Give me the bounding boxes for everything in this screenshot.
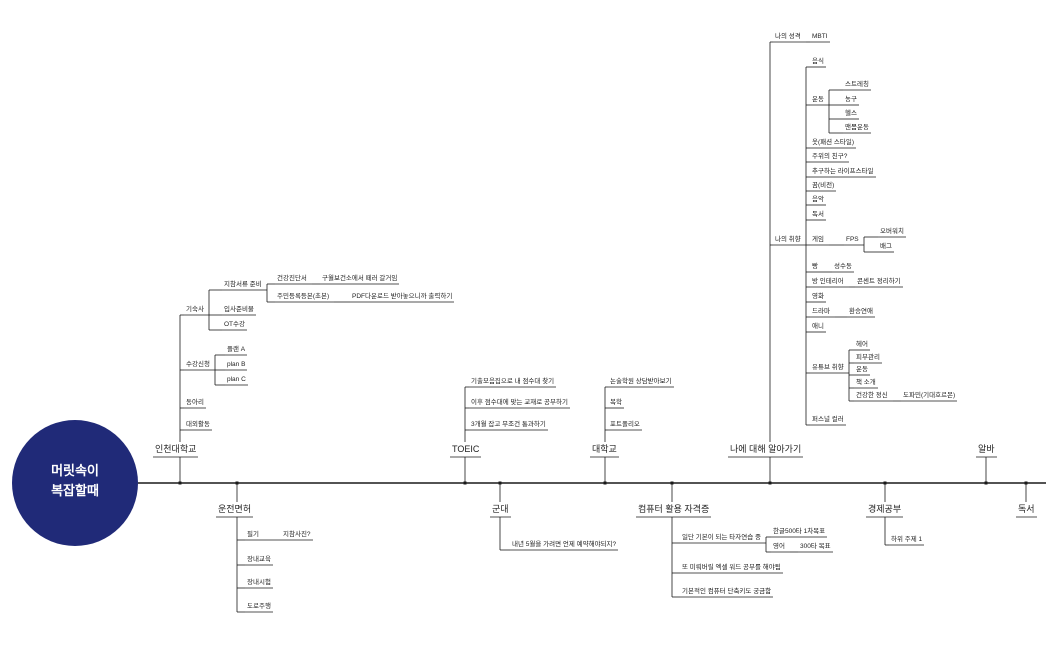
root-topic-label[interactable]: 머릿속이 복잡할때 [11,461,139,500]
subtopic-label[interactable]: 독서 [812,211,824,218]
subtopic-label[interactable]: 영어 [773,543,785,550]
subtopic-label[interactable]: 입사준비물 [224,306,254,313]
branch-node-dot [498,481,502,485]
subtopic-label[interactable]: 꿈(비전) [812,182,835,189]
subtopic-label[interactable]: 지참사진? [283,531,311,538]
subtopic-label[interactable]: 기출모음집으로 내 점수대 찾기 [471,378,555,385]
subtopic-label[interactable]: 장내시험 [247,579,271,586]
subtopic-label[interactable]: 유튜브 취향 [812,364,844,371]
subtopic-label[interactable]: 3개월 잡고 무조건 통과하기 [471,421,546,428]
branch-node-dot [603,481,607,485]
subtopic-label[interactable]: 한글500타 1차목표 [773,528,826,535]
subtopic-label[interactable]: PDF다운로드 받아놓으니까 출력하기 [352,293,453,300]
subtopic-label[interactable]: 오버워치 [880,228,904,235]
subtopic-label[interactable]: 수강신청 [186,361,210,368]
subtopic-label[interactable]: 기본적인 컴퓨터 단축키도 궁금함 [682,588,772,595]
subtopic-label[interactable]: 복학 [610,399,622,406]
subtopic-label[interactable]: MBTI [812,33,828,40]
subtopic-label[interactable]: 헤어 [856,341,868,348]
subtopic-label[interactable]: 영화 [812,293,824,300]
root-circle[interactable] [12,420,138,546]
subtopic-label[interactable]: 운동 [856,366,868,373]
subtopic-label[interactable]: 성수동 [834,263,852,270]
subtopic-label[interactable]: 건강한 정신 [856,392,888,399]
subtopic-label[interactable]: 또 미뤄버릴 엑셀 워드 공부를 해야됨 [682,564,781,571]
main-topic-label[interactable]: 운전면허 [218,504,252,514]
subtopic-label[interactable]: 옷(패션 스타일) [812,139,855,146]
subtopic-label[interactable]: 구월보건소에서 떼러 갈거임 [322,275,398,282]
subtopic-label[interactable]: FPS [846,236,859,243]
main-topic-label[interactable]: 나에 대해 알아가기 [730,444,802,454]
subtopic-label[interactable]: 나의 취향 [775,236,801,243]
subtopic-label[interactable]: 콘센트 정리하기 [857,278,901,285]
subtopic-label[interactable]: 이후 점수대에 맞는 교재로 공부하기 [471,399,568,406]
subtopic-label[interactable]: 건강진단서 [277,275,307,282]
subtopic-label[interactable]: 필기 [247,531,259,538]
subtopic-label[interactable]: 장내교육 [247,556,271,563]
main-topic-label[interactable]: 군대 [492,504,509,514]
main-topic-label[interactable]: TOEIC [452,444,480,454]
subtopic-label[interactable]: 일단 기본이 되는 타자연습 중 [682,534,761,541]
subtopic-label[interactable]: 플랜 A [227,346,246,353]
main-topic-label[interactable]: 컴퓨터 활용 자격증 [638,504,710,514]
branch-node-dot [768,481,772,485]
subtopic-label[interactable]: plan C [227,376,246,383]
subtopic-label[interactable]: 운동 [812,96,824,103]
subtopic-label[interactable]: 도로주행 [247,603,271,610]
subtopic-label[interactable]: OT수강 [224,321,245,328]
subtopic-label[interactable]: 환승연애 [849,308,873,315]
subtopic-label[interactable]: 300타 목표 [800,543,831,550]
subtopic-label[interactable]: 맨몸운동 [845,124,869,131]
root-topic-line2: 복잡할때 [51,482,99,498]
branch-node-dot [670,481,674,485]
subtopic-label[interactable]: 드라마 [812,308,830,315]
subtopic-label[interactable]: 빵 [812,263,818,270]
subtopic-label[interactable]: plan B [227,361,246,368]
subtopic-label[interactable]: 음식 [812,58,824,65]
subtopic-label[interactable]: 퍼스널 컬러 [812,416,844,423]
subtopic-label[interactable]: 동아리 [186,399,204,406]
subtopic-label[interactable]: 도파민(기대호르몬) [903,392,956,399]
subtopic-label[interactable]: 헬스 [845,110,857,117]
branch-node-dot [883,481,887,485]
subtopic-label[interactable]: 주민등록등본(초본) [277,293,330,300]
subtopic-label[interactable]: 책 소개 [856,379,876,386]
subtopic-label[interactable]: 피부관리 [856,354,880,361]
subtopic-label[interactable]: 기숙사 [186,306,204,313]
subtopic-label[interactable]: 포트폴리오 [610,421,640,428]
subtopic-label[interactable]: 애니 [812,323,824,330]
branch-node-dot [178,481,182,485]
root-topic-line1: 머릿속이 [51,463,99,478]
branch-node-dot [235,481,239,485]
main-topic-label[interactable]: 대학교 [592,444,617,454]
subtopic-label[interactable]: 음악 [812,196,824,203]
branch-node-dot [984,481,988,485]
subtopic-label[interactable]: 나의 성격 [775,33,801,40]
branch-node-dot [1024,481,1028,485]
subtopic-label[interactable]: 주위의 친구? [812,153,848,160]
subtopic-label[interactable]: 내년 5월을 가려면 언제 예약해야되지? [512,541,617,548]
branch-node-dot [463,481,467,485]
subtopic-label[interactable]: 배그 [880,243,892,250]
subtopic-label[interactable]: 스트레칭 [845,81,869,88]
main-topic-label[interactable]: 인천대학교 [155,444,197,454]
main-topic-label[interactable]: 경제공부 [868,504,902,514]
subtopic-label[interactable]: 대외활동 [186,421,210,428]
subtopic-label[interactable]: 지참서류 준비 [224,281,262,288]
main-topic-label[interactable]: 독서 [1018,504,1035,514]
subtopic-label[interactable]: 추구하는 라이프스타일 [812,168,874,175]
subtopic-label[interactable]: 게임 [812,236,824,243]
subtopic-label[interactable]: 논술학원 상담받아보기 [610,378,672,385]
main-topic-label[interactable]: 알바 [978,444,995,454]
subtopic-label[interactable]: 방 인테리어 [812,278,844,285]
subtopic-label[interactable]: 농구 [845,96,857,103]
subtopic-label[interactable]: 하위 주제 1 [891,536,923,543]
